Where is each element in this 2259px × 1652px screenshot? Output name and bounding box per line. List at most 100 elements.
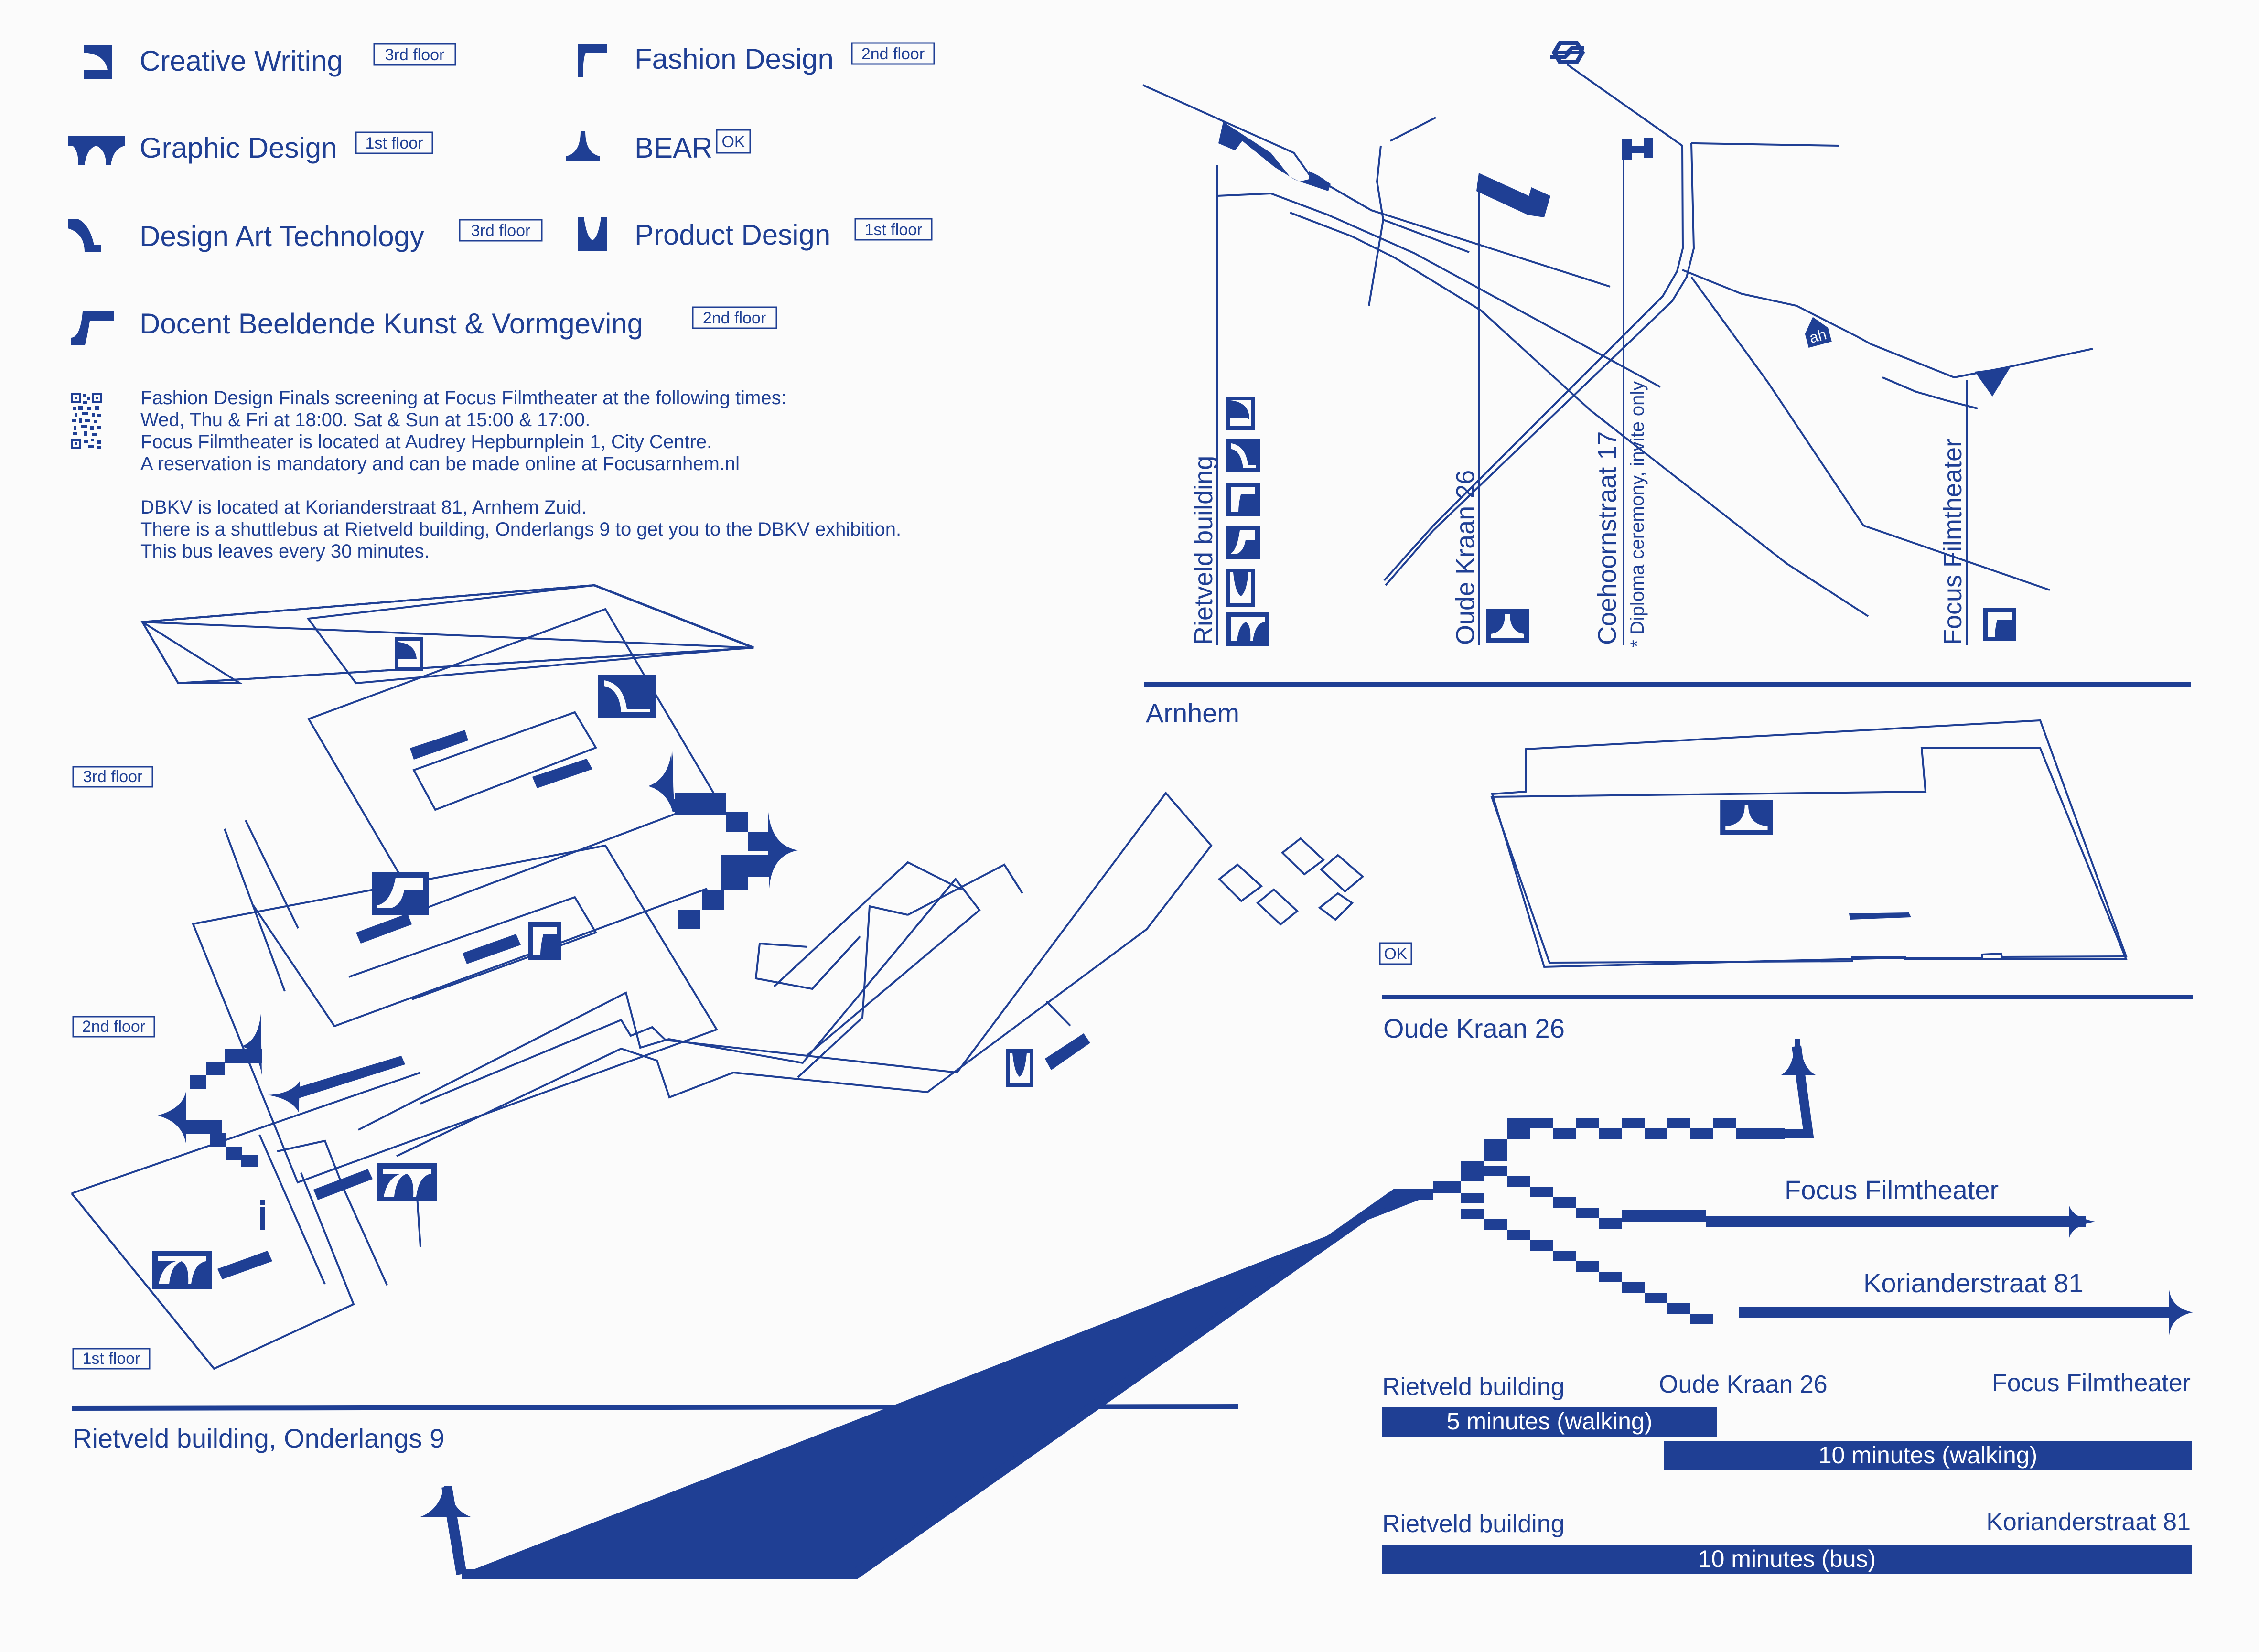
travel-from: Rietveld building <box>1382 1510 1565 1538</box>
oude-kraan-plan-v <box>1490 747 2128 964</box>
ok-badge: OK <box>721 133 745 151</box>
graphic-design-icon <box>377 1163 437 1201</box>
floor-3 <box>140 584 754 685</box>
arrowhead-icon <box>420 1486 471 1517</box>
travel-via: Oude Kraan 26 <box>1659 1371 1828 1398</box>
oude-kraan-badge: OK <box>1379 942 1412 965</box>
supermarket-icon: ah <box>1805 317 1832 348</box>
legend-label: Product Design <box>635 219 830 251</box>
train-station-icon <box>1550 41 1585 64</box>
section-title-oude-kraan: Oude Kraan 26 <box>1383 1013 1565 1043</box>
location-label-coehoornstraat: Coehoornstraat 17 <box>1593 431 1622 645</box>
travel-bar-leg-2: 10 minutes (walking) <box>1664 1441 2192 1470</box>
rietveld-3rd-floor-rooms <box>395 637 656 788</box>
oude-kraan-building-shape <box>1476 173 1550 217</box>
location-label-oude-kraan: Oude Kraan 26 <box>1451 470 1480 645</box>
product-design-icon <box>1006 1049 1033 1087</box>
rietveld-building-shape <box>1218 122 1331 191</box>
legend-item-design-art-technology: Design Art Technology 3rd floor <box>68 219 543 252</box>
room-marker <box>356 913 412 944</box>
travel-from: Rietveld building <box>1382 1373 1565 1401</box>
docent-icon <box>372 872 429 915</box>
svg-text:2nd floor: 2nd floor <box>82 1018 145 1036</box>
room-marker <box>217 1251 272 1279</box>
legend-label: Docent Beeldende Kunst & Vormgeving <box>140 308 643 340</box>
arrowhead-icon <box>1781 1039 1816 1075</box>
info-line: Fashion Design Finals screening at Focus… <box>140 387 786 408</box>
legend-label: Fashion Design <box>635 43 834 75</box>
rietveld-floorplan: 3rd floor 2nd floor 1st floor <box>72 584 754 1370</box>
stairs-3-to-2 <box>649 751 798 929</box>
annex-buildings <box>1217 837 1365 926</box>
route-label-focus: Focus Filmtheater <box>1785 1175 1999 1205</box>
room-marker <box>313 1169 373 1200</box>
travel-bar-bus: 10 minutes (bus) <box>1382 1545 2192 1574</box>
room-marker <box>1045 1033 1090 1070</box>
floor-badge: 1st floor <box>865 221 923 239</box>
legend-item-docent: Docent Beeldende Kunst & Vormgeving 2nd … <box>71 306 777 345</box>
travel-bar-label: 10 minutes (walking) <box>1818 1442 2038 1469</box>
stairs-2-to-1 <box>158 1014 262 1167</box>
ok-badge: OK <box>1384 945 1407 963</box>
legend-label: Design Art Technology <box>140 220 424 252</box>
floor-label-2nd: 2nd floor <box>72 1016 155 1038</box>
travel-bar-leg-1: 5 minutes (walking) <box>1382 1407 1717 1437</box>
checker-path-focus <box>1461 1166 1622 1229</box>
room-marker <box>410 730 468 760</box>
legend-item-fashion-design: Fashion Design 2nd floor <box>578 42 935 77</box>
legend-item-graphic-design: Graphic Design 1st floor <box>68 131 433 165</box>
oude-kraan-plan <box>1491 719 2128 968</box>
checker-path-oude-kraan <box>1433 1118 1785 1193</box>
creative-writing-icon <box>395 637 423 671</box>
section-title-rietveld: Rietveld building, Onderlangs 9 <box>73 1423 444 1453</box>
section-title-arnhem: Arnhem <box>1146 698 1239 728</box>
legend-label: BEAR <box>635 132 712 164</box>
svg-text:1st floor: 1st floor <box>83 1350 140 1368</box>
travel-to: Korianderstraat 81 <box>1986 1508 2191 1536</box>
arrowhead-icon <box>2169 1290 2193 1335</box>
rietveld-1st-floor-rooms <box>152 1033 1090 1289</box>
bear-icon <box>1720 800 1773 835</box>
floor-label-1st: 1st floor <box>72 1348 151 1370</box>
oude-kraan-rooms <box>1720 800 1911 920</box>
graphic-design-icon <box>152 1251 212 1289</box>
city-map: ah Rietveld building Oude Kraan 26 Coeho… <box>1142 41 2191 728</box>
direction-arrow <box>268 1056 405 1112</box>
info-line: DBKV is located at Korianderstraat 81, A… <box>140 497 587 518</box>
floor-badge: 3rd floor <box>385 46 445 64</box>
fashion-design-icon <box>528 922 561 960</box>
floor-badge: 3rd floor <box>471 222 531 240</box>
svg-text:3rd floor: 3rd floor <box>83 768 143 786</box>
legend-item-product-design: Product Design 1st floor <box>578 217 933 251</box>
room-marker <box>1849 912 1911 920</box>
info-line: Wed, Thu & Fri at 18:00. Sat & Sun at 15… <box>140 409 590 430</box>
rietveld-3rd-floor-outline <box>307 608 718 912</box>
floor-badge: 2nd floor <box>861 45 925 63</box>
coehoornstraat-building-shape <box>1622 138 1653 160</box>
travel-bar-label: 10 minutes (bus) <box>1698 1545 1876 1572</box>
rietveld-2nd-floor-outline <box>192 820 718 1184</box>
legend-item-creative-writing: Creative Writing 3rd floor <box>84 43 456 79</box>
legend: Creative Writing 3rd floor Fashion Desig… <box>68 42 935 345</box>
travel-times: Rietveld building Oude Kraan 26 Focus Fi… <box>1382 1369 2192 1574</box>
rietveld-1st-floor-outline <box>71 791 1213 1370</box>
route-lines: Focus Filmtheater Korianderstraat 81 <box>420 1039 2193 1579</box>
info-line: A reservation is mandatory and can be ma… <box>140 453 740 474</box>
info-block: Fashion Design Finals screening at Focus… <box>71 387 901 562</box>
rietveld-2nd-floor-rooms <box>356 872 561 964</box>
location-note-diploma: * Diploma ceremony, invite only <box>1627 381 1648 647</box>
floor-badge: 2nd floor <box>703 309 766 327</box>
floor-label-3rd: 3rd floor <box>72 766 153 788</box>
info-line: This bus leaves every 30 minutes. <box>140 541 430 562</box>
focus-filmtheater-marker <box>1975 367 2011 397</box>
route-label-koriander: Korianderstraat 81 <box>1863 1268 2084 1298</box>
info-line: Focus Filmtheater is located at Audrey H… <box>140 431 712 452</box>
legend-item-bear: BEAR OK <box>566 129 751 164</box>
design-art-technology-icon <box>598 675 656 718</box>
streets <box>1142 64 2093 617</box>
travel-bar-label: 5 minutes (walking) <box>1447 1408 1653 1435</box>
qr-code-icon[interactable] <box>71 393 102 449</box>
floor-badge: 1st floor <box>366 134 423 152</box>
info-marker-icon <box>260 1207 265 1230</box>
